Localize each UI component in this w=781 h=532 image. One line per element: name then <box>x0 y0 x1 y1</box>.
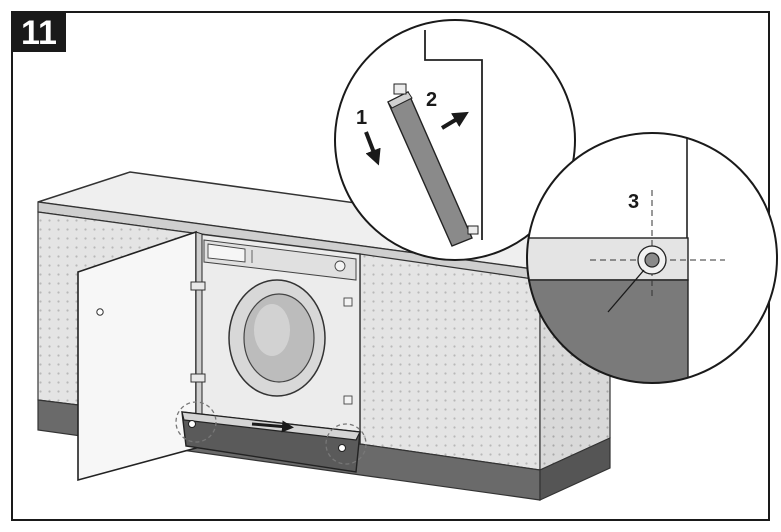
hinge-upper <box>190 281 206 291</box>
slide-arrow <box>251 420 294 433</box>
pointer-line <box>607 269 645 313</box>
step-badge: 11 <box>12 12 66 52</box>
plinth-side <box>539 437 611 501</box>
cabinet-door <box>77 230 197 482</box>
callout-3: 3 <box>628 191 639 213</box>
screw-core <box>644 252 660 268</box>
detail-clip-tab <box>393 83 407 95</box>
detail-kick-plate-lip <box>387 91 413 109</box>
clip-left <box>188 420 196 428</box>
step-number: 11 <box>21 14 57 52</box>
arrow-step-1 <box>364 131 381 166</box>
right-cabinet-panel <box>359 253 541 471</box>
mount-bracket-lower <box>343 395 353 405</box>
detail-view-kick-plate: 1 2 <box>334 19 576 261</box>
callout-2: 2 <box>426 89 437 111</box>
clip-highlight-left <box>175 401 217 443</box>
arrow-step-2 <box>440 111 469 130</box>
detail-cabinet-edge <box>424 30 483 240</box>
callout-1: 1 <box>356 107 367 129</box>
kitchen-cabinet <box>37 171 613 501</box>
mount-bracket-upper <box>343 297 353 307</box>
clip-highlight-right <box>325 423 367 465</box>
detail-rail <box>527 237 689 281</box>
hinge-lower <box>190 373 206 383</box>
clip-right <box>338 444 346 452</box>
detail-clip-tab-bottom <box>467 225 479 235</box>
door-knob <box>96 308 104 316</box>
program-dial <box>334 260 346 272</box>
door-glass-highlight <box>254 304 290 356</box>
detergent-drawer <box>207 243 246 263</box>
